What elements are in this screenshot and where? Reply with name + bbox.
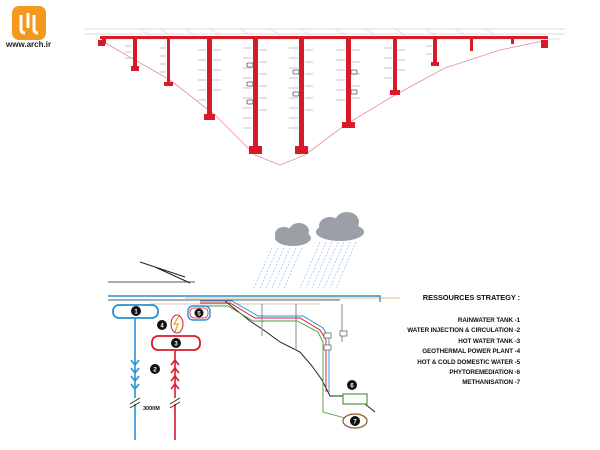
node-marker: 6 xyxy=(347,380,357,390)
node-marker: 2 xyxy=(150,364,160,374)
node-number: 7 xyxy=(353,420,357,426)
bridge-pier xyxy=(433,36,437,66)
node-number: 1 xyxy=(134,310,138,316)
rainwater-collection-line xyxy=(108,295,381,302)
bridge-pier xyxy=(207,36,212,118)
legend-item: PHYTOREMEDIATION -6 xyxy=(449,369,520,377)
resource-section: 1 2 3 4 5 6 7 3000M xyxy=(108,212,400,440)
hot-water-well xyxy=(170,350,180,440)
rain-lines xyxy=(253,241,357,289)
bridge-abutment xyxy=(541,40,548,48)
legend-item: RAINWATER TANK -1 xyxy=(457,317,520,324)
node-marker: 7 xyxy=(350,416,360,426)
legend-item: GEOTHERMAL POWER PLANT -4 xyxy=(422,348,520,356)
bridge-pier xyxy=(253,36,258,149)
logo-mark-icon xyxy=(19,13,39,35)
valley-terrain xyxy=(99,39,549,166)
bridge-pier xyxy=(393,36,397,94)
site-url[interactable]: www.arch.ir xyxy=(6,40,52,49)
lightning-icon xyxy=(170,314,184,334)
node-marker: 3 xyxy=(171,338,181,348)
legend-item: WATER INJECTION & CIRCULATION -2 xyxy=(407,327,520,335)
bridge-elevation xyxy=(85,28,565,166)
node-number: 5 xyxy=(197,312,201,318)
bridge-abutment xyxy=(98,40,105,46)
node-marker: 5 xyxy=(194,308,204,318)
phytoremediation-unit xyxy=(342,393,368,405)
legend-item: HOT & COLD DOMESTIC WATER -5 xyxy=(417,358,520,366)
bridge-pier xyxy=(470,36,473,51)
node-number: 2 xyxy=(153,368,157,374)
resource-strategy-legend: RESSOURCES STRATEGY : RAINWATER TANK -1 … xyxy=(407,293,520,389)
terrain-outline xyxy=(139,261,191,284)
node-number: 4 xyxy=(160,324,164,330)
cloud-icon xyxy=(316,212,364,241)
bridge-pier xyxy=(299,36,304,149)
cloud-icon xyxy=(275,223,311,246)
legend-title: RESSOURCES STRATEGY : xyxy=(422,293,520,302)
node-number: 3 xyxy=(174,342,178,348)
legend-item: HOT WATER TANK -3 xyxy=(458,337,520,345)
node-number: 6 xyxy=(350,384,354,390)
bridge-deck xyxy=(100,36,548,39)
depth-label: 3000M xyxy=(143,406,160,412)
cold-water-well xyxy=(130,318,140,440)
bridge-pier xyxy=(167,36,170,86)
bridge-pier xyxy=(133,36,137,71)
node-marker: 1 xyxy=(131,306,141,316)
site-logo xyxy=(12,6,46,40)
node-marker: 4 xyxy=(157,320,167,330)
legend-item: METHANISATION -7 xyxy=(462,379,520,387)
bridge-pier xyxy=(346,36,351,126)
